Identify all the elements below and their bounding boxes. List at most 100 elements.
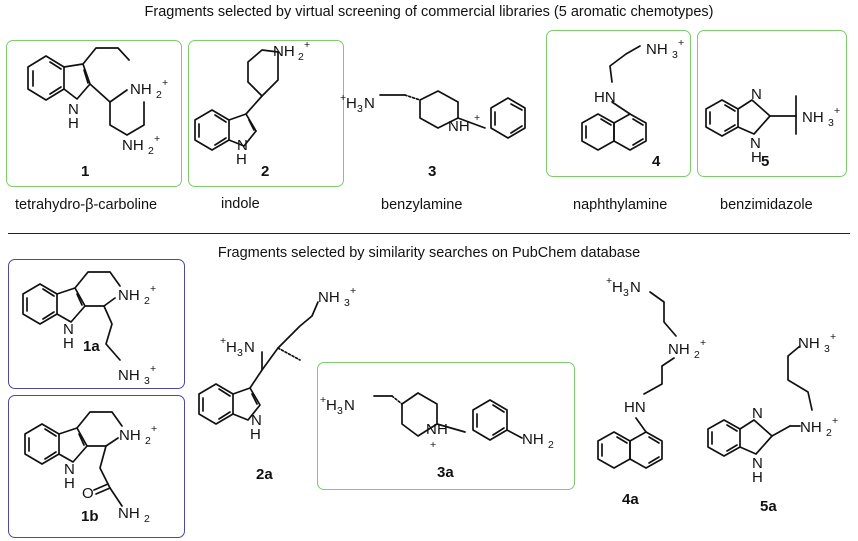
caption-indole: indole: [221, 196, 260, 212]
caption-benzimidazole: benzimidazole: [720, 197, 813, 213]
atom-charge: +: [350, 285, 356, 297]
structure-compound-5a: [707, 345, 813, 457]
compound-number-1: 1: [81, 163, 90, 180]
atom-charge: +: [834, 105, 840, 117]
compound-number-5: 5: [761, 153, 770, 170]
atom-subscript: 3: [672, 49, 678, 61]
atom-n: N: [344, 397, 355, 414]
structure-compound-2: [194, 49, 279, 151]
atom-nh: NH: [668, 341, 690, 358]
compound-number-4: 4: [652, 153, 661, 170]
atom-nh: NH: [800, 419, 822, 436]
compound-number-5a: 5a: [760, 498, 777, 515]
atom-subscript: 2: [144, 295, 150, 307]
atom-nh: NH: [119, 427, 141, 444]
atom-n: N: [244, 339, 255, 356]
atom-h: H: [326, 397, 337, 414]
atom-n: N: [251, 412, 262, 429]
compound-number-2: 2: [261, 163, 270, 180]
atom-nh: NH: [118, 287, 140, 304]
atom-subscript: 2: [148, 145, 154, 157]
structure-compound-2a: [198, 301, 319, 425]
atom-n: N: [237, 137, 248, 154]
caption-benzylamine: benzylamine: [381, 197, 463, 213]
caption-naphthylamine: naphthylamine: [573, 197, 668, 213]
atom-subscript: 2: [144, 513, 150, 525]
atom-charge: +: [606, 275, 612, 287]
atom-subscript: 3: [337, 405, 343, 417]
atom-h: H: [751, 149, 762, 166]
box-compound-4: [546, 30, 691, 177]
atom-h: H: [437, 421, 448, 438]
atom-o: O: [82, 485, 94, 502]
atom-n: N: [426, 421, 437, 438]
atom-charge: +: [700, 337, 706, 349]
atom-nh: NH: [646, 41, 668, 58]
atom-charge: +: [220, 335, 226, 347]
structure-compound-3: [379, 90, 526, 139]
box-compound-1: [6, 40, 182, 187]
atom-h: H: [236, 151, 247, 168]
atom-charge: +: [150, 363, 156, 375]
atom-nh: NH: [122, 137, 144, 154]
atom-nh: NH: [448, 118, 470, 135]
atom-subscript: 2: [548, 439, 554, 451]
atom-h: H: [64, 475, 75, 492]
atom-nh: NH: [130, 81, 152, 98]
atom-charge: +: [151, 423, 157, 435]
atom-subscript: 2: [298, 51, 304, 63]
structure-compound-1b: [24, 411, 123, 507]
caption-tetrahydro-beta-carboline: tetrahydro-β-carboline: [15, 197, 158, 213]
compound-number-1b: 1b: [81, 508, 99, 525]
atom-nh: NH: [118, 505, 140, 522]
atom-nh: NH: [798, 335, 820, 352]
atom-h: H: [752, 469, 763, 486]
atom-n: N: [750, 135, 761, 152]
atom-hn: HN: [624, 399, 646, 416]
atom-charge: +: [162, 77, 168, 89]
compound-number-1a: 1a: [83, 338, 100, 355]
atom-nh: NH: [318, 289, 340, 306]
atom-charge: +: [154, 133, 160, 145]
atom-subscript: 3: [828, 117, 834, 129]
compound-number-2a: 2a: [256, 466, 273, 483]
atom-subscript: 3: [824, 343, 830, 355]
box-compound-5: [697, 30, 847, 177]
box-compound-1b: [8, 395, 185, 538]
atom-nh: NH: [802, 109, 824, 126]
atom-nh: NH: [273, 43, 295, 60]
atom-subscript: 3: [344, 297, 350, 309]
atom-h: H: [250, 426, 261, 443]
atom-charge: +: [678, 37, 684, 49]
atom-h: H: [68, 115, 79, 132]
atom-n: N: [64, 461, 75, 478]
atom-h: H: [226, 339, 237, 356]
atom-subscript: 3: [623, 287, 629, 299]
compound-number-3a: 3a: [437, 464, 454, 481]
atom-charge: +: [150, 283, 156, 295]
atom-charge: +: [830, 331, 836, 343]
atom-charge: +: [340, 92, 346, 104]
box-compound-1a: [8, 259, 185, 389]
atom-n: N: [752, 405, 763, 422]
atom-n: N: [364, 95, 375, 112]
compound-number-3: 3: [428, 163, 437, 180]
atom-n: N: [752, 455, 763, 472]
atom-h: H: [63, 335, 74, 352]
structure-compound-1a: [22, 271, 121, 361]
atom-charge: +: [474, 112, 480, 124]
atom-subscript: 2: [694, 349, 700, 361]
atom-h: H: [346, 95, 357, 112]
atom-n: N: [630, 279, 641, 296]
structure-compound-1: [27, 47, 145, 136]
structure-compound-4: [581, 45, 647, 151]
atom-subscript: 3: [144, 375, 150, 387]
atom-subscript: 2: [145, 435, 151, 447]
atom-charge: +: [304, 39, 310, 51]
atom-hn: HN: [594, 89, 616, 106]
structure-compound-4a: [597, 291, 677, 469]
atom-charge: +: [320, 394, 326, 406]
atom-n: N: [63, 321, 74, 338]
atom-n: N: [751, 86, 762, 103]
